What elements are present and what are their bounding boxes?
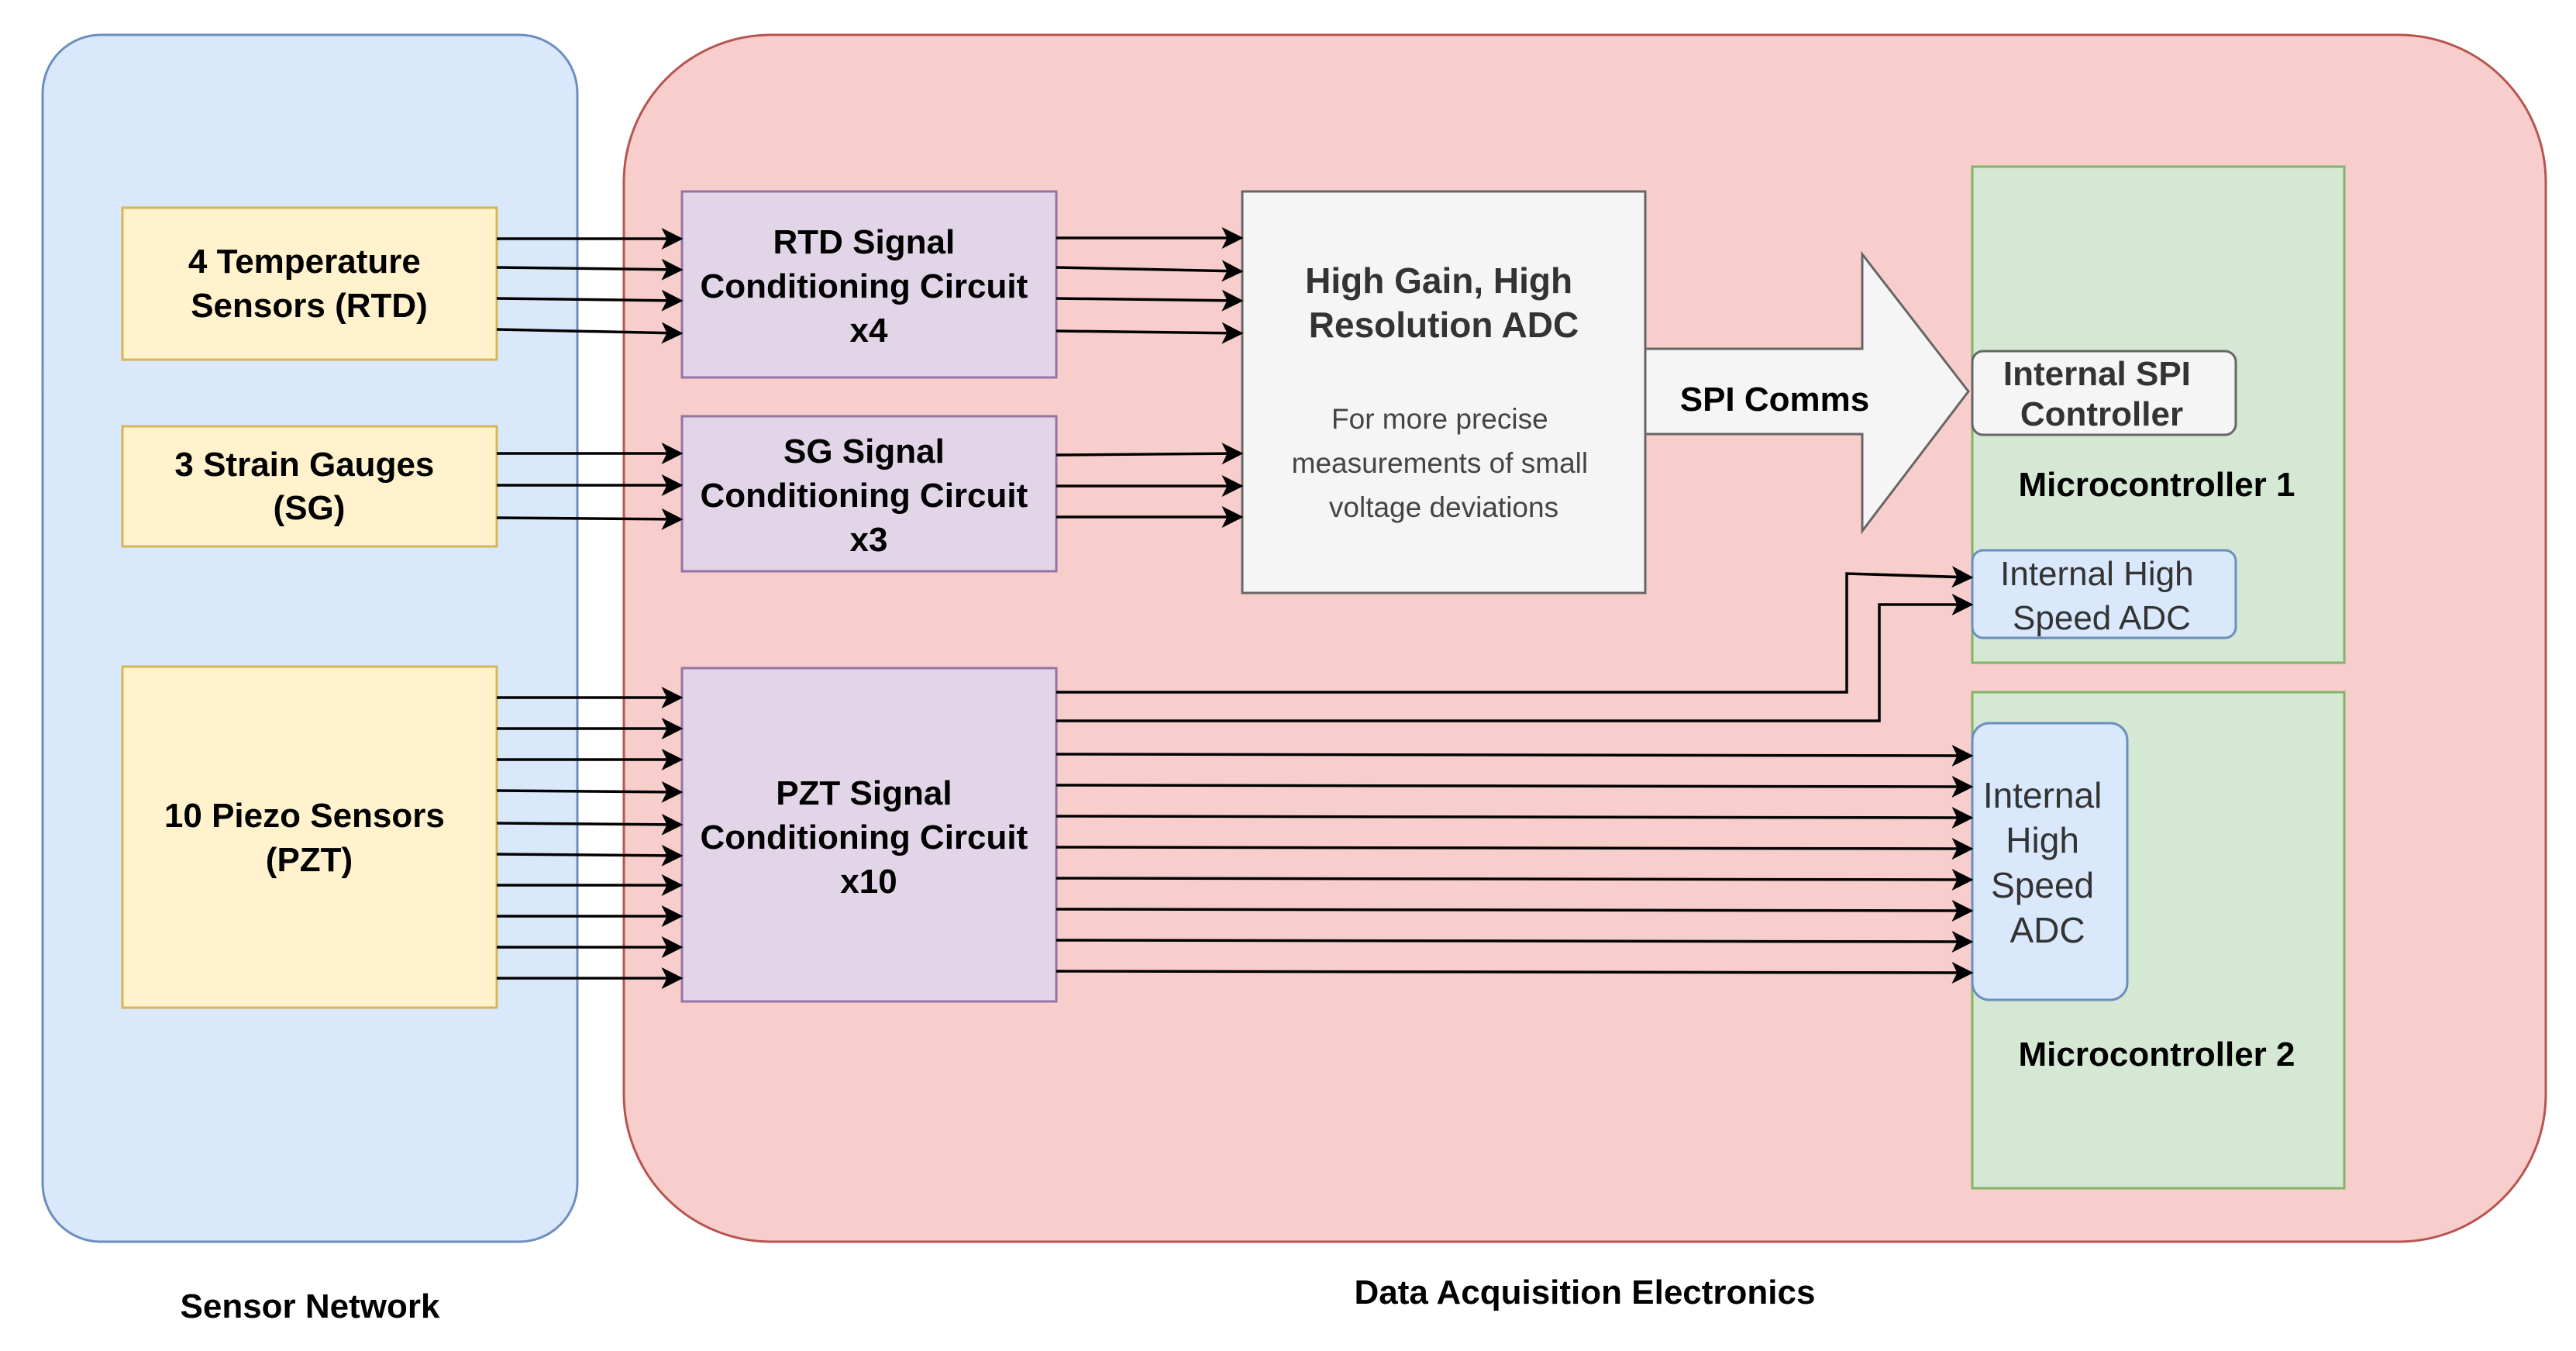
pzt-mcu1-arrow (1056, 566, 1974, 694)
mcu1-internal-adc-label: Internal High Speed ADC (2000, 555, 2203, 637)
rtd-adc-arrow (1056, 260, 1244, 282)
internal-spi-controller-label: Internal SPI Controller (2003, 355, 2200, 433)
internal-spi-controller (1971, 350, 2237, 436)
rtd-input-arrow (496, 289, 684, 312)
high-gain-adc-title: High Gain, High Resolution ADC (1305, 260, 1582, 345)
sg-conditioning-box (680, 415, 1058, 573)
daq-label: Data Acquisition Electronics (1355, 1273, 1816, 1311)
spi-comms-label: SPI Comms (1680, 381, 1870, 419)
sg-sensor-box (121, 425, 498, 548)
high-gain-adc-note: For more precise measurements of small v… (1292, 403, 1596, 523)
microcontroller-1-title: Microcontroller 1 (2019, 466, 2295, 504)
pzt-mcu2-arrow (1056, 744, 1974, 767)
sg-conditioning-label: SG Signal Conditioning Circuit x3 (700, 433, 1037, 559)
sg-adc-arrow (1056, 443, 1244, 465)
sg-sensor-label: 3 Strain Gauges (SG) (174, 446, 443, 527)
rtd-input-arrow (496, 322, 684, 344)
pzt-conditioning-box (680, 667, 1058, 1003)
pzt-mcu2-arrow (1056, 837, 1974, 860)
pzt-input-arrow (496, 844, 684, 867)
pzt-mcu2-arrow (1056, 930, 1974, 953)
rtd-sensor-box (121, 206, 498, 361)
high-gain-adc-box (1241, 190, 1647, 595)
pzt-mcu2-arrow (1056, 868, 1974, 891)
pzt-sensor-label: 10 Piezo Sensors (PZT) (164, 797, 454, 879)
mcu2-internal-adc-label: Internal High Speed ADC (1983, 775, 2112, 950)
sg-input-arrow (496, 508, 684, 530)
pzt-conditioning-label: PZT Signal Conditioning Circuit x10 (700, 774, 1037, 901)
pzt-input-arrow (496, 781, 684, 803)
pzt-mcu2-arrow (1056, 961, 1974, 984)
rtd-conditioning-label: RTD Signal Conditioning Circuit x4 (700, 223, 1037, 350)
pzt-mcu2-arrow (1056, 775, 1974, 798)
rtd-input-arrow (496, 258, 684, 281)
rtd-conditioning-box (680, 190, 1058, 379)
signal-connectors (496, 227, 1974, 989)
pzt-mcu1-arrow (1056, 594, 1974, 722)
mcu2-internal-adc (1971, 722, 2129, 1001)
pzt-sensor-box (121, 665, 498, 1009)
pzt-input-arrow (496, 813, 684, 836)
pzt-mcu2-arrow (1056, 899, 1974, 922)
rtd-adc-arrow (1056, 289, 1244, 312)
spi-comms-arrow (1644, 250, 1970, 535)
rtd-adc-arrow (1056, 322, 1244, 344)
microcontroller-2-title: Microcontroller 2 (2019, 1036, 2295, 1074)
rtd-sensor-label: 4 Temperature Sensors (RTD) (188, 243, 430, 325)
pzt-mcu2-arrow (1056, 806, 1974, 829)
sensor-network-label: Sensor Network (181, 1287, 441, 1325)
